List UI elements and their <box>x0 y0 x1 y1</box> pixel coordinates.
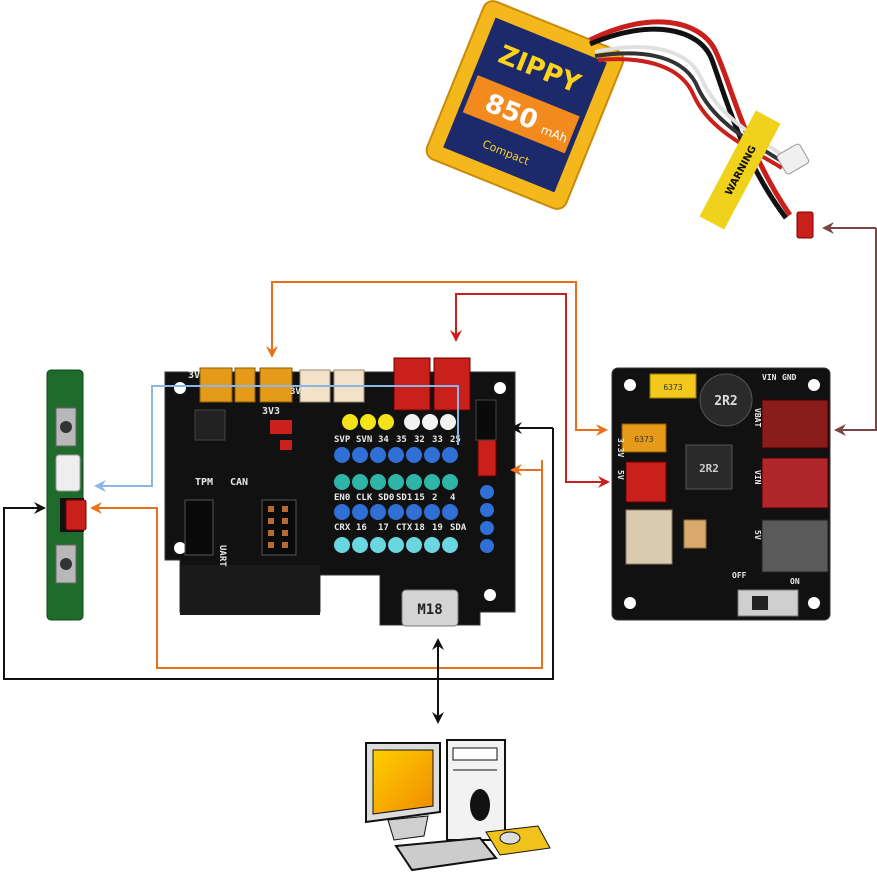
pin-label-1-0: SVP <box>334 435 351 445</box>
pin-label-4-0: CRX <box>334 523 351 533</box>
pin-row-1 <box>334 447 458 463</box>
jst-connector-white <box>55 454 81 492</box>
pin-label-1-1: SVN <box>356 435 372 445</box>
label-3v3-a: 3V3 <box>262 406 280 417</box>
pin-label-1-3: 35 <box>396 435 407 445</box>
pin-label-4-5: 19 <box>432 523 443 533</box>
pwr-label-off: OFF <box>732 571 747 580</box>
power-supply-board: 6373 2R2 6373 2R2 VIN GND 3.3V 5V VBAT V… <box>611 367 831 621</box>
inductor-small <box>685 444 733 490</box>
warning-tag: WARNING <box>699 110 781 230</box>
pin-column-right <box>480 485 494 553</box>
inductor-small-label: 2R2 <box>699 462 719 475</box>
label-can: CAN <box>230 477 248 488</box>
can-header <box>261 499 297 556</box>
pwr-label-3v3: 3.3V <box>616 438 625 457</box>
pin-row-0 <box>342 414 456 430</box>
label-3v3-b: 3V3 <box>290 387 306 397</box>
pwr-label-5v-2: 5V <box>753 530 762 540</box>
power-in-connector-1 <box>393 357 431 411</box>
usb-connector[interactable] <box>401 589 459 627</box>
capacitor <box>625 509 673 565</box>
wire-black-to-remote <box>3 428 554 680</box>
pin-label-4-2: 17 <box>378 523 389 533</box>
vin-connector-3 <box>761 519 829 573</box>
usb-label: M18 <box>417 602 442 618</box>
pin-label-4-6: SDA <box>450 523 467 533</box>
output-connector-5v <box>625 461 667 503</box>
computer-icon <box>365 739 551 872</box>
pin-label-4-1: 16 <box>356 523 367 533</box>
pwr-label-vin-2: VIN <box>753 470 762 485</box>
pin-label-3-0: EN0 <box>334 493 350 503</box>
lipo-battery: ZIPPY 850 mAh Compact WARNING <box>425 0 814 239</box>
pin-row-4 <box>334 537 458 553</box>
pin-label-1-4: 32 <box>414 435 425 445</box>
pin-label-1-5: 33 <box>432 435 443 445</box>
pwr-label-vin: VIN <box>762 373 777 382</box>
pwr-label-on: ON <box>790 577 800 586</box>
vin-connector-2 <box>761 457 829 509</box>
balance-connector <box>776 143 810 175</box>
inductor-large <box>699 373 753 427</box>
pin-label-3-5: 2 <box>432 493 437 503</box>
pin-label-1-2: 34 <box>378 435 389 445</box>
uart-header <box>184 499 214 556</box>
wire-blue <box>94 385 459 492</box>
label-tpm: TPM <box>195 477 213 488</box>
vin-connector-1 <box>761 399 829 449</box>
wire-brown-to-power <box>834 228 877 436</box>
pin-label-3-4: 15 <box>414 493 425 503</box>
power-in-connector-2 <box>433 357 471 411</box>
main-controller-board: 3V 3V3 3V3 TPM CAN UART SVP <box>164 357 516 627</box>
pin-label-4-3: CTX <box>396 523 413 533</box>
pin-row-2 <box>334 474 458 490</box>
wire-orange-to-remote <box>90 460 543 669</box>
fuse <box>649 373 697 399</box>
pin-label-3-2: SD0 <box>378 493 394 503</box>
pin-label-3-1: CLK <box>356 493 373 503</box>
fuse-label: 6373 <box>663 383 682 392</box>
jst-connector-red <box>65 499 87 531</box>
pin-row-3 <box>334 504 458 520</box>
pwr-label-gnd: GND <box>782 373 797 382</box>
pwr-label-vbat: VBAT <box>753 408 762 427</box>
pin-label-3-3: SD1 <box>396 493 412 503</box>
pin-label-4-4: 18 <box>414 523 425 533</box>
pin-label-3-6: 4 <box>450 493 456 503</box>
cap-label: 6373 <box>634 435 653 444</box>
label-uart: UART <box>217 545 227 567</box>
inductor-large-label: 2R2 <box>714 394 737 409</box>
pwr-label-5v: 5V <box>616 470 625 480</box>
battery-plug <box>796 211 814 239</box>
remote-button-board <box>46 369 87 621</box>
wire-red-to-power <box>455 293 610 488</box>
label-3v: 3V <box>188 370 200 381</box>
pin-label-1-6: 25 <box>450 435 461 445</box>
